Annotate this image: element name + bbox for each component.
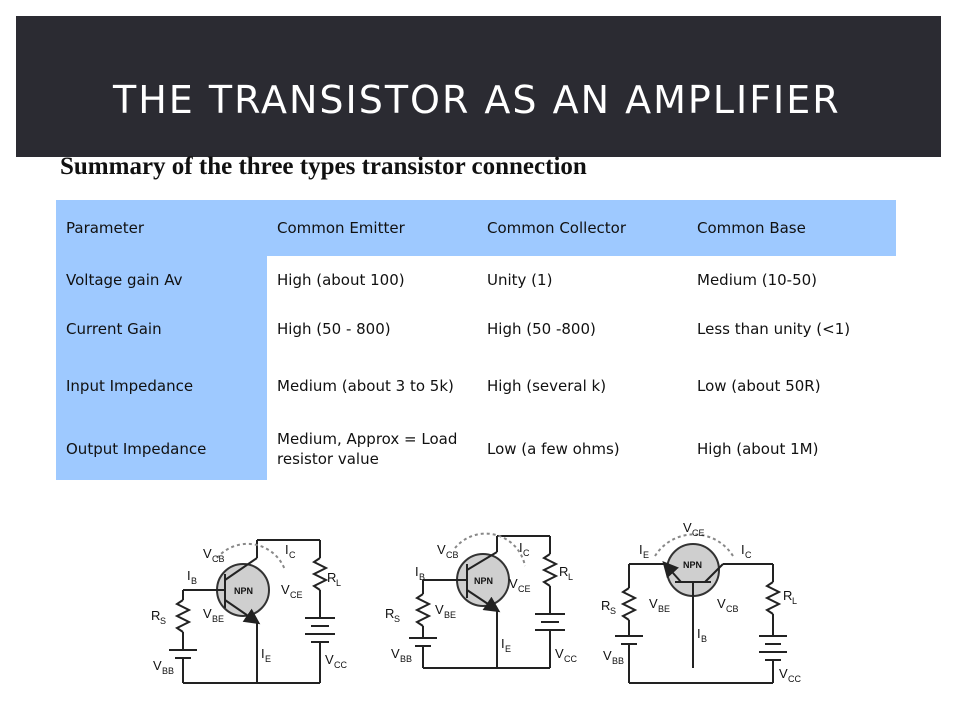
table-cell: Medium (about 3 to 5k) [267,354,477,418]
slide-title: THE TRANSISTOR AS AN AMPLIFIER [113,78,841,122]
svg-text:BB: BB [400,654,412,664]
svg-text:BB: BB [162,666,174,676]
svg-text:V: V [153,658,162,673]
svg-text:CE: CE [290,590,303,600]
header-common-collector: Common Collector [477,200,687,256]
svg-text:V: V [203,546,212,561]
common-emitter-circuit [169,539,335,684]
svg-text:E: E [643,550,649,560]
svg-text:V: V [717,596,726,611]
svg-text:I: I [187,568,191,583]
row-label: Voltage gain Av [56,256,267,304]
common-base-circuit [615,533,787,684]
svg-text:CB: CB [726,604,739,614]
svg-text:BE: BE [658,604,670,614]
svg-text:L: L [336,578,341,588]
svg-text:V: V [437,542,446,557]
svg-text:V: V [509,576,518,591]
npn-label-1: NPN [234,586,253,596]
slide-subtitle: Summary of the three types transistor co… [60,153,587,180]
svg-text:B: B [701,634,707,644]
svg-text:V: V [779,666,788,681]
svg-text:V: V [203,606,212,621]
svg-text:S: S [394,614,400,624]
row-label: Input Impedance [56,354,267,418]
svg-text:R: R [327,570,336,585]
table-row: Output Impedance Medium, Approx = Load r… [56,418,896,480]
npn-label-3: NPN [683,560,702,570]
table-cell: High (50 -800) [477,304,687,354]
svg-text:BB: BB [612,656,624,666]
table-cell: Low (a few ohms) [477,418,687,480]
svg-text:V: V [281,582,290,597]
table-cell: High (about 1M) [687,418,896,480]
header-common-emitter: Common Emitter [267,200,477,256]
svg-text:CE: CE [518,584,531,594]
summary-table: Parameter Common Emitter Common Collecto… [56,200,896,480]
svg-text:I: I [639,542,643,557]
header-parameter: Parameter [56,200,267,256]
svg-text:CE: CE [692,528,705,538]
svg-text:I: I [519,540,523,555]
npn-label-2: NPN [474,576,493,586]
svg-text:I: I [285,542,289,557]
row-label: Output Impedance [56,418,267,480]
table-cell: Unity (1) [477,256,687,304]
table-cell: High (several k) [477,354,687,418]
svg-text:R: R [783,588,792,603]
svg-text:S: S [610,606,616,616]
svg-text:B: B [191,576,197,586]
table-row: Current Gain High (50 - 800) High (50 -8… [56,304,896,354]
svg-text:R: R [601,598,610,613]
svg-text:C: C [745,550,752,560]
svg-text:L: L [792,596,797,606]
svg-text:V: V [649,596,658,611]
svg-text:V: V [683,520,692,535]
row-label: Current Gain [56,304,267,354]
svg-text:I: I [697,626,701,641]
table-cell: Less than unity (<1) [687,304,896,354]
table-header-row: Parameter Common Emitter Common Collecto… [56,200,896,256]
svg-text:E: E [505,644,511,654]
svg-text:BE: BE [444,610,456,620]
common-collector-circuit [409,532,565,669]
table-cell: Medium, Approx = Load resistor value [267,418,477,480]
svg-text:V: V [325,652,334,667]
table-cell: High (50 - 800) [267,304,477,354]
svg-text:CB: CB [446,550,459,560]
svg-text:R: R [559,564,568,579]
svg-text:CC: CC [564,654,577,664]
svg-text:CC: CC [334,660,347,670]
svg-text:V: V [603,648,612,663]
svg-text:C: C [523,548,530,558]
svg-text:V: V [555,646,564,661]
svg-text:V: V [391,646,400,661]
svg-text:CB: CB [212,554,225,564]
svg-text:I: I [415,564,419,579]
table-cell: Low (about 50R) [687,354,896,418]
table-row: Voltage gain Av High (about 100) Unity (… [56,256,896,304]
svg-text:I: I [261,646,265,661]
table-cell: Medium (10-50) [687,256,896,304]
svg-text:I: I [501,636,505,651]
table-cell: High (about 100) [267,256,477,304]
svg-text:R: R [151,608,160,623]
table-row: Input Impedance Medium (about 3 to 5k) H… [56,354,896,418]
svg-text:V: V [435,602,444,617]
svg-text:L: L [568,572,573,582]
header-common-base: Common Base [687,200,896,256]
svg-text:S: S [160,616,166,626]
title-bar: THE TRANSISTOR AS AN AMPLIFIER [16,16,941,157]
svg-text:C: C [289,550,296,560]
svg-text:BE: BE [212,614,224,624]
svg-text:CC: CC [788,674,801,684]
svg-text:R: R [385,606,394,621]
svg-text:E: E [265,654,271,664]
svg-text:B: B [419,572,425,582]
svg-text:I: I [741,542,745,557]
